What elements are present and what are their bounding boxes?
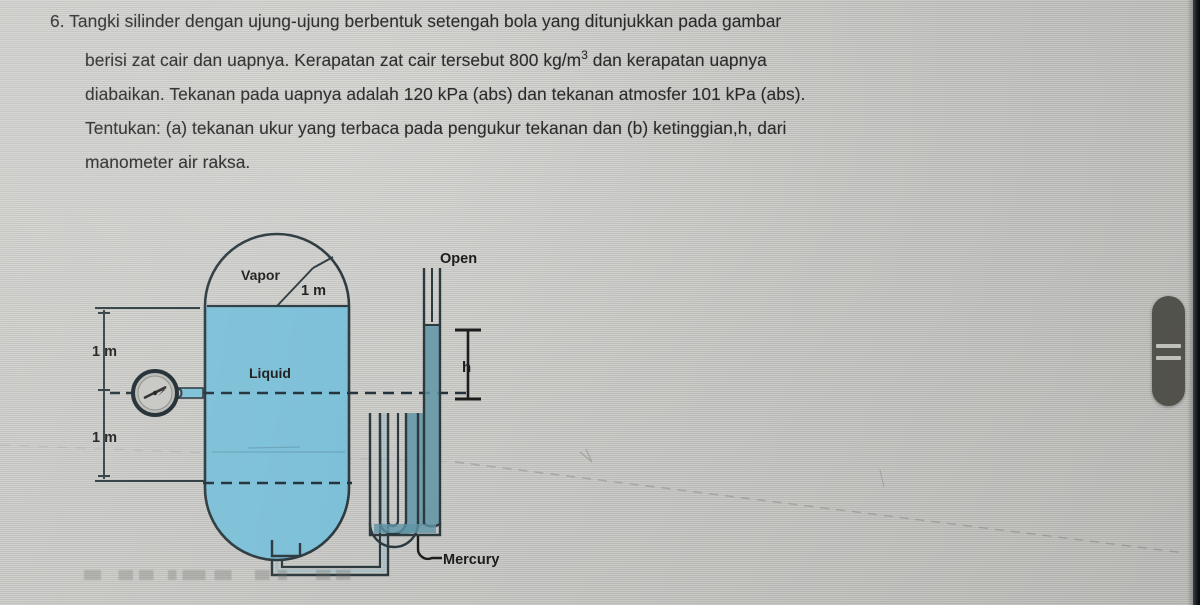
problem-line-1: 6. Tangki silinder dengan ujung-ujung be… (50, 11, 782, 31)
manometer-open-leg (422, 268, 442, 528)
gauge-stem-nut (169, 386, 183, 400)
problem-line-2: berisi zat cair dan uapnya. Kerapatan za… (50, 38, 1140, 77)
mercury-right-column (425, 325, 439, 525)
tank-drain-nozzle (270, 540, 302, 558)
bezel-shadow (1187, 0, 1193, 605)
tank-vessel (203, 232, 351, 562)
gauge-face (137, 375, 173, 411)
problem-line-2-a: berisi zat cair dan uapnya. Kerapatan za… (85, 49, 582, 70)
mercury-label: Mercury (443, 552, 499, 568)
drag-handle-bar-bottom (1156, 356, 1181, 360)
mercury-callout: Mercury (416, 536, 499, 568)
manometer-u-bend (368, 413, 420, 549)
dimension-label-bottom: 1 m (92, 430, 117, 446)
gauge-needle (143, 386, 167, 399)
problem-statement: 6. Tangki silinder dengan ujung-ujung be… (50, 4, 1140, 179)
manometer-left-leg (378, 413, 408, 536)
pressure-gauge (131, 369, 204, 417)
liquid-label: Liquid (249, 365, 291, 381)
open-label: Open (440, 251, 477, 267)
bleed-through-line-faint (0, 444, 456, 463)
dimension-label-top: 1 m (92, 344, 117, 360)
problem-line-5: manometer air raksa. (85, 151, 251, 172)
radius-label: 1 m (301, 283, 326, 299)
bleed-through-line (454, 448, 1186, 554)
liquid-fill (205, 306, 349, 560)
h-dimension: h (455, 328, 481, 401)
screen-bezel (1193, 0, 1200, 605)
problem-line-3: diabaikan. Tekanan pada uapnya adalah 12… (85, 83, 806, 104)
problem-line-4: Tentukan: (a) tekanan ukur yang terbaca … (85, 117, 787, 138)
problem-line-2-b: dan kerapatan uapnya (587, 49, 767, 70)
gauge-body (131, 369, 179, 417)
left-dimension-ladder: 1 m 1 m (92, 307, 206, 482)
bleed-through-text (78, 570, 368, 580)
density-exponent: 3 (581, 48, 588, 62)
drag-handle-bar-top (1156, 344, 1181, 348)
tank-outline (203, 232, 351, 562)
drain-pipe (270, 413, 390, 577)
mercury-manometer (368, 268, 442, 549)
h-label: h (462, 359, 471, 376)
radius-dimension: 1 m (276, 256, 334, 307)
drag-handle[interactable] (1152, 296, 1185, 406)
mercury-fill (381, 413, 425, 535)
vapor-label: Vapor (241, 267, 280, 283)
